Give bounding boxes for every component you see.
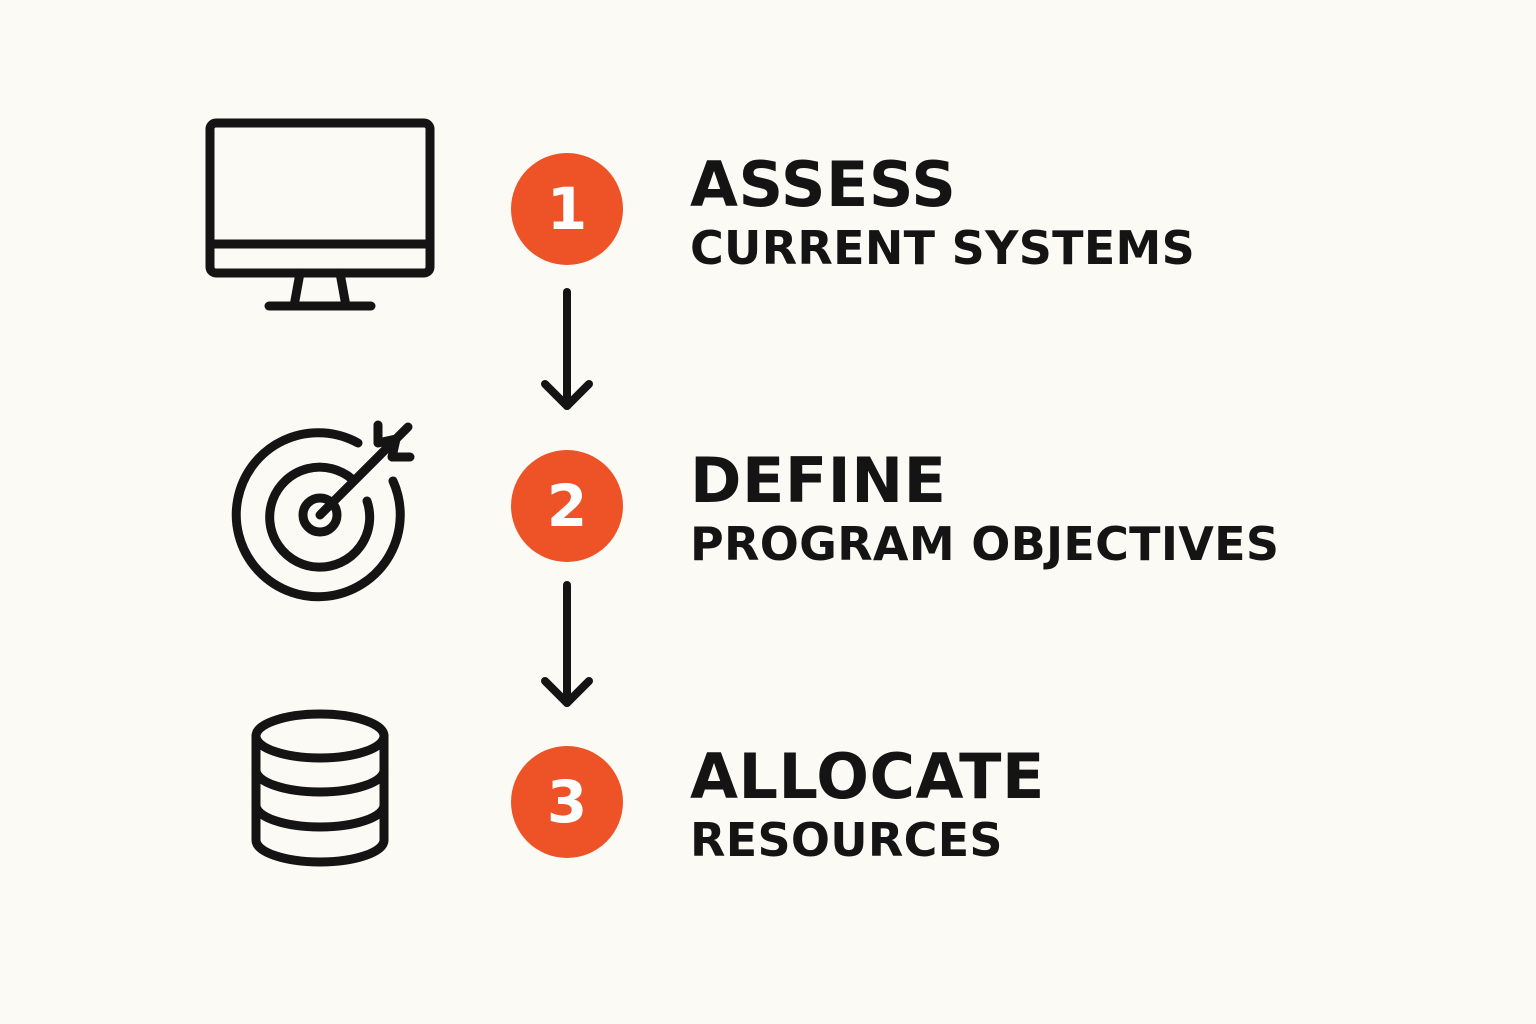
- step-title: DEFINE: [690, 444, 947, 517]
- step-subtitle: PROGRAM OBJECTIVES: [690, 517, 1280, 571]
- step-label: ALLOCATE RESOURCES: [690, 742, 1045, 868]
- database-icon: [247, 706, 393, 868]
- step-label: DEFINE PROGRAM OBJECTIVES: [690, 446, 1279, 572]
- step-title: ASSESS: [690, 148, 957, 221]
- step-subtitle: RESOURCES: [690, 813, 1003, 867]
- step-number-badge: 1: [511, 153, 623, 265]
- down-arrow-icon: [539, 579, 595, 711]
- step-number-badge: 2: [511, 450, 623, 562]
- down-arrow-icon: [539, 286, 595, 414]
- step-subtitle: CURRENT SYSTEMS: [690, 221, 1196, 275]
- monitor-icon: [205, 118, 435, 314]
- step-title: ALLOCATE: [690, 740, 1045, 813]
- step-label: ASSESS CURRENT SYSTEMS: [690, 150, 1195, 276]
- step-number-badge: 3: [511, 746, 623, 858]
- target-arrow-icon: [228, 415, 423, 610]
